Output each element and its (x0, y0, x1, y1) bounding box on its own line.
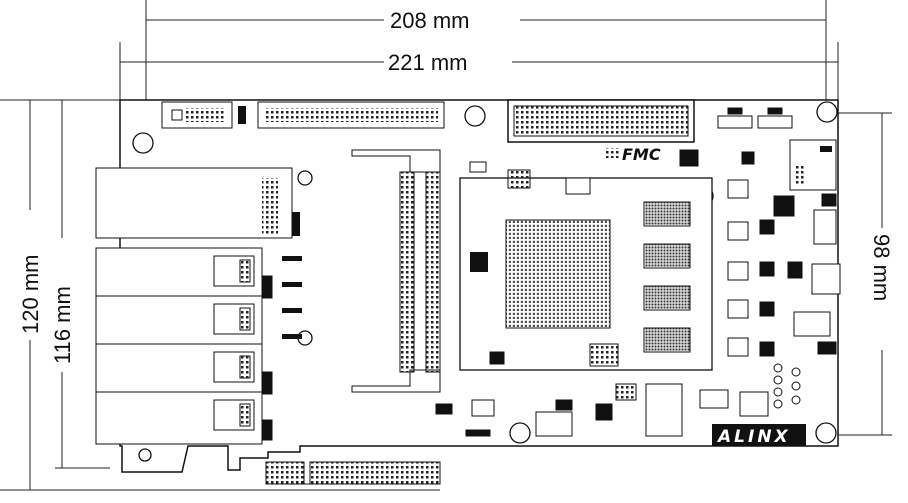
dimension-116mm-label: 116 mm (50, 286, 75, 364)
sodimm-socket (351, 149, 441, 393)
misc-components (435, 149, 841, 437)
alinx-logo-text: ALINX (716, 427, 791, 447)
fmc-connector (507, 99, 695, 143)
ddr-memory-chips (643, 201, 691, 353)
dimension-120mm-label: 120 mm (18, 255, 43, 334)
alinx-logo: ALINX (712, 424, 806, 447)
header-pins-right (773, 363, 801, 409)
jtag-header (161, 101, 246, 129)
gpio-header (257, 101, 445, 129)
sfp-cage-top (95, 167, 300, 239)
sfp-leds (282, 256, 302, 339)
fmc-logo: FMC (606, 145, 661, 164)
dimension-221mm-label: 221 mm (388, 50, 467, 75)
fpga-chip (505, 219, 611, 329)
dimension-98mm-label: 98 mm (869, 234, 894, 301)
pcie-edge-connector (265, 461, 441, 485)
buttons-top (717, 107, 793, 129)
fpga-core-module (459, 177, 713, 371)
fmc-logo-text: FMC (622, 145, 661, 164)
sfp-cage-quad (95, 247, 273, 445)
dimension-208mm-label: 208 mm (390, 8, 469, 33)
sd-card-slot (789, 139, 837, 191)
dimension-lines (0, 0, 892, 491)
